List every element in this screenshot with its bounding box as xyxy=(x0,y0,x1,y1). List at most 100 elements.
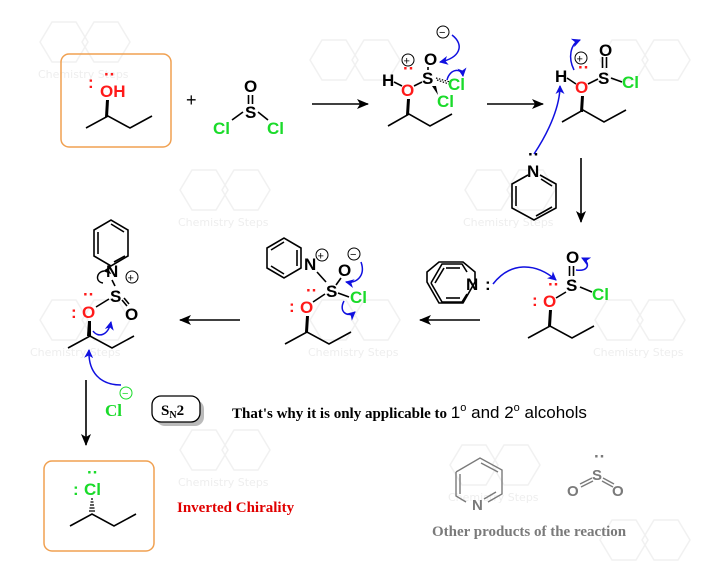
inverted-chirality-label: Inverted Chirality xyxy=(177,500,295,516)
watermark-text: Chemistry Steps xyxy=(30,346,121,359)
hydroxyl-label: OH xyxy=(100,82,126,101)
sulfur-atom: S xyxy=(326,282,337,301)
curly-arrow xyxy=(439,34,460,65)
intermediate-1: + − H ·· O S O Cl Cl xyxy=(382,25,467,127)
oxygen-atom: O xyxy=(338,261,351,280)
intermediate-4: N + − O S Cl ·· : O xyxy=(266,237,367,345)
lone-pair-top: ·· xyxy=(528,145,539,164)
chlorine-atom: Cl xyxy=(592,285,609,304)
watermark-text: Chemistry Steps xyxy=(308,346,399,359)
plus-sign: + xyxy=(186,90,197,110)
watermark-text: Chemistry Steps xyxy=(593,346,684,359)
lone-pair-top: ·· xyxy=(87,463,98,482)
sn2-label: SN2 xyxy=(161,403,184,421)
sulfur-atom: S xyxy=(245,103,256,122)
lone-pair-top: ·· xyxy=(594,447,605,466)
other-products-label: Other products of the reaction xyxy=(432,524,627,540)
watermark xyxy=(599,39,691,81)
lone-pair-top: ·· xyxy=(548,275,559,294)
nitrogen-atom: N xyxy=(466,275,478,294)
oxygen-atom: O xyxy=(599,41,612,60)
thionyl-chloride: O S Cl Cl xyxy=(213,77,284,138)
wedge-bond xyxy=(105,100,109,117)
curly-arrow xyxy=(492,266,557,285)
oxygen-atom: O xyxy=(543,292,556,311)
lone-pair-top: ·· xyxy=(306,281,317,300)
sulfur-atom: S xyxy=(592,467,602,484)
curly-arrow xyxy=(84,349,122,386)
intermediate-5: N + S O ·· : O xyxy=(67,219,139,349)
alkyl-chloride-product: ·· : Cl xyxy=(43,460,155,552)
curly-arrow xyxy=(96,266,112,284)
intermediate-2: + H ·· O S O Cl xyxy=(555,38,639,123)
sn2-badge: SN2 xyxy=(151,395,204,426)
oxygen-atom: O xyxy=(125,305,138,324)
chloride-ion-label: Cl xyxy=(105,401,122,420)
oxygen-atom: O xyxy=(575,78,588,97)
oxygen-atom: O xyxy=(612,483,624,500)
hydrogen-atom: H xyxy=(382,71,394,90)
watermark-text: Chemistry Steps xyxy=(178,476,269,489)
curly-arrow xyxy=(575,257,592,271)
lone-pair-top: ·· xyxy=(403,59,414,78)
plus-charge: + xyxy=(404,56,410,68)
watermark-text: Chemistry Steps xyxy=(448,491,539,504)
oxygen-atom: O xyxy=(566,248,579,267)
lone-pair-top: ·· xyxy=(578,58,589,77)
lone-pair-left: : xyxy=(71,303,77,322)
nitrogen-atom: N xyxy=(527,162,539,181)
oxygen-atom: O xyxy=(300,298,313,317)
oxygen-atom: O xyxy=(244,77,257,96)
hydrogen-atom: H xyxy=(555,67,567,86)
lone-pair-left: : xyxy=(532,291,538,310)
curly-arrow xyxy=(533,85,565,155)
minus-charge: − xyxy=(122,388,128,400)
chlorine-atom: Cl xyxy=(84,480,101,499)
lone-pair-left: : xyxy=(289,297,295,316)
oxygen-atom: O xyxy=(567,483,579,500)
plus-charge: + xyxy=(128,273,134,285)
alcohol-reactant: : ·· OH xyxy=(60,53,172,148)
oxygen-atom: O xyxy=(401,81,414,100)
curly-arrow xyxy=(569,38,581,71)
minus-charge: − xyxy=(350,249,356,261)
lone-pair-left: : xyxy=(73,480,79,499)
chlorine-atom: Cl xyxy=(267,119,284,138)
plus-charge: + xyxy=(577,54,583,66)
lone-pair-top: ·· xyxy=(83,285,94,304)
nitrogen-atom: N xyxy=(106,262,118,281)
curly-arrow xyxy=(92,321,114,336)
oxygen-atom: O xyxy=(82,303,95,322)
watermark: Chemistry Steps xyxy=(308,299,401,359)
watermark: Chemistry Steps xyxy=(178,169,271,229)
alcohol-box xyxy=(60,53,172,148)
watermark-text: Chemistry Steps xyxy=(463,216,554,229)
pyridine-nucleophile: N : xyxy=(426,261,557,304)
sulfur-atom: S xyxy=(566,276,577,295)
byproduct-sulfur-dioxide: ·· S O O xyxy=(567,447,624,500)
plus-charge: + xyxy=(318,251,324,263)
lone-pair-top: ·· xyxy=(104,65,115,84)
sulfur-atom: S xyxy=(110,287,121,306)
chlorine-atom: Cl xyxy=(622,73,639,92)
chlorine-atom: Cl xyxy=(437,92,454,111)
carbon-chain xyxy=(85,115,153,129)
sulfur-atom: S xyxy=(422,69,433,88)
lone-pair: : xyxy=(485,275,491,294)
hashed-bond xyxy=(89,498,95,512)
minus-charge: − xyxy=(439,27,445,39)
nitrogen-atom: N xyxy=(304,255,316,274)
applicability-note: That's why it is only applicable to 1o a… xyxy=(232,402,587,422)
watermark: Chemistry Steps xyxy=(30,299,131,359)
product-box xyxy=(43,460,155,552)
watermark-text: Chemistry Steps xyxy=(178,216,269,229)
curly-arrow xyxy=(341,300,356,321)
pyridine-base: ·· N xyxy=(511,85,565,221)
chloride-nucleophile: − Cl xyxy=(84,349,133,420)
curly-arrow xyxy=(446,67,467,81)
curly-arrow xyxy=(345,261,363,288)
watermark: Chemistry Steps xyxy=(178,429,271,489)
intermediate-3: O S Cl ·· : O xyxy=(527,248,609,339)
chlorine-atom: Cl xyxy=(448,75,465,94)
